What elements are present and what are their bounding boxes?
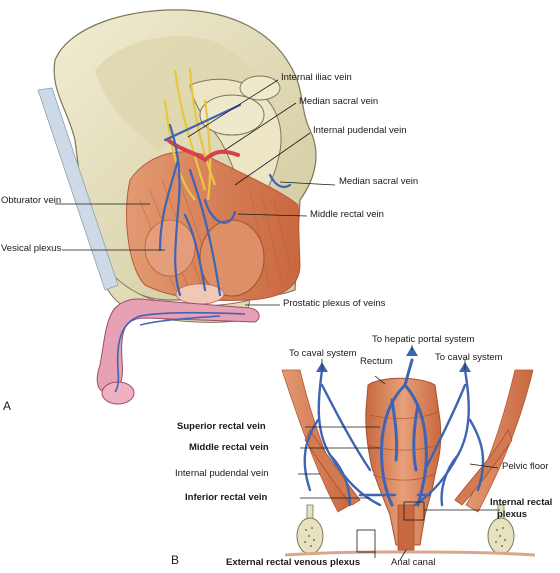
superior-rectal-vein [380,358,428,507]
label-prostatic-plexus: Prostatic plexus of veins [283,298,386,309]
label-middle-rectal-vein-b: Middle rectal vein [189,442,269,453]
label-superior-rectal-vein: Superior rectal vein [177,421,266,432]
label-median-sacral-vein-2: Median sacral vein [339,176,419,187]
vertebral-body [199,94,265,136]
external-plexus-box [356,529,376,553]
label-internal-rectal-plexus-2: plexus [497,509,528,520]
label-median-sacral-vein-1: Median sacral vein [299,96,379,107]
right-pelvic-muscle [465,369,534,513]
sacral-promontory [239,75,281,101]
panel-letter-b: B [171,553,180,567]
left-ischium [296,504,324,555]
label-obturator-vein: Obturator vein [1,195,62,206]
label-vesical-plexus: Vesical plexus [1,243,62,254]
prostate [175,283,225,305]
left-caval-veins [303,368,397,507]
label-to-caval-right: To caval system [435,352,503,363]
label-internal-pudendal-vein-b: Internal pudendal vein [175,468,269,479]
anal-canal [397,504,415,551]
internal-iliac-artery [166,138,240,162]
pelvic-veins [158,103,292,297]
label-to-caval-left: To caval system [289,348,357,359]
panel-b-drawing [281,346,536,557]
panel-a-drawing [37,9,317,405]
label-internal-pudendal-vein-a: Internal pudendal vein [313,125,407,136]
label-pelvic-floor: Pelvic floor [502,461,549,472]
label-external-rectal-venous-plexus: External rectal venous plexus [226,557,361,568]
label-inferior-rectal-vein: Inferior rectal vein [185,492,268,503]
right-caval-veins [413,368,485,507]
portal-arrow [406,346,418,356]
bladder [144,219,196,277]
leader-lines [55,79,500,561]
left-levator-ani [304,429,361,506]
rectal-folds [367,411,441,481]
penile-veins [114,311,246,393]
internal-plexus-box [403,501,425,521]
inguinal-ligament [37,87,119,291]
right-ischium [487,504,515,555]
label-internal-rectal-plexus-1: Internal rectal [490,497,553,508]
label-rectum: Rectum [360,356,393,367]
label-to-hepatic-portal: To hepatic portal system [372,334,475,345]
panel-letter-a: A [3,399,12,413]
label-middle-rectal-vein-a: Middle rectal vein [310,209,384,220]
label-anal-canal: Anal canal [391,557,436,568]
label-internal-iliac-vein: Internal iliac vein [281,72,352,83]
perineal-skin [284,550,536,557]
